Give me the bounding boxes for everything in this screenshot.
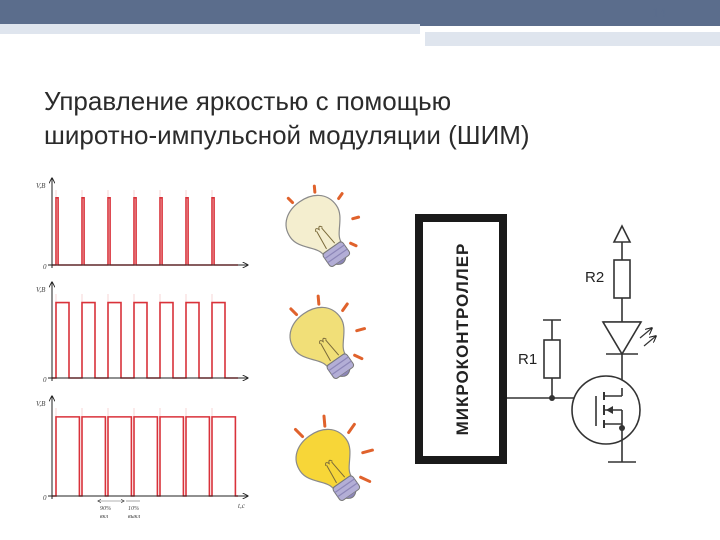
pwm-graph-1: V,B 0 bbox=[36, 178, 248, 271]
header-accent-right bbox=[425, 32, 720, 46]
duty-off-percent: 10% bbox=[128, 506, 139, 512]
pwm-zero-label: 0 bbox=[43, 376, 47, 384]
bulb-tip bbox=[345, 491, 357, 499]
microcontroller-box bbox=[415, 214, 507, 464]
time-axis-label: t,c bbox=[238, 502, 246, 510]
bulbs bbox=[285, 184, 374, 501]
bulb-ray bbox=[337, 192, 344, 201]
header-bar bbox=[0, 0, 720, 26]
pwm-zero-label: 0 bbox=[43, 494, 47, 502]
bulb-ray bbox=[355, 327, 367, 333]
bulb-ray bbox=[347, 422, 356, 435]
light-bulb-icon bbox=[285, 184, 361, 267]
bulb-glass bbox=[285, 194, 342, 255]
bulb-filament bbox=[325, 459, 346, 484]
pwm-zero-label: 0 bbox=[43, 263, 47, 271]
bulb-glass bbox=[289, 306, 346, 367]
duty-on-percent: 90% bbox=[100, 506, 111, 512]
pwm-waveform bbox=[52, 416, 238, 497]
bulb-ray bbox=[341, 302, 349, 313]
bulb-ray bbox=[286, 196, 295, 205]
light-bulb-icon bbox=[293, 414, 374, 501]
r1-label: R1 bbox=[518, 351, 537, 368]
resistor-r1 bbox=[543, 339, 561, 379]
light-bulb-icon bbox=[289, 294, 367, 379]
pwm-graphs: V,B0V,B0V,B0 bbox=[36, 178, 248, 502]
microcontroller-label: МИКРОКОНТРОЛЛЕР bbox=[453, 243, 472, 436]
pwm-waveform bbox=[52, 301, 238, 379]
bulb-filament bbox=[315, 225, 336, 250]
duty-off-word: выкл bbox=[128, 514, 141, 520]
header-accent-left bbox=[0, 24, 420, 34]
led-diode bbox=[601, 321, 643, 356]
resistor-r2 bbox=[613, 259, 631, 299]
pwm-graph-2: V,B 0 bbox=[36, 282, 248, 384]
bulb-tip bbox=[339, 369, 351, 377]
pwm-y-label: V,B bbox=[36, 286, 46, 294]
slide-title: Управление яркостью с помощью широтно-им… bbox=[44, 86, 530, 150]
bulb-ray bbox=[322, 414, 327, 428]
bulb-ray bbox=[349, 241, 358, 248]
duty-on-word: вкл bbox=[100, 514, 109, 520]
bulb-ray bbox=[351, 215, 361, 221]
bulb-tip bbox=[335, 257, 347, 265]
bulb-ray bbox=[289, 307, 299, 317]
bulb-ray bbox=[293, 427, 305, 439]
circuit-diagram: МИКРОКОНТРОЛЛЕР R1 R2 bbox=[415, 214, 656, 464]
supply-arrow bbox=[612, 224, 632, 243]
bulb-ray bbox=[359, 475, 372, 483]
page-number: 14 bbox=[652, 6, 666, 21]
bulb-ray bbox=[353, 353, 364, 361]
r2-label: R2 bbox=[585, 269, 604, 286]
pwm-y-label: V,B bbox=[36, 400, 46, 408]
bulb-ray bbox=[316, 294, 321, 306]
bulb-filament bbox=[319, 337, 340, 362]
bulb-ray bbox=[361, 448, 374, 455]
duty-annotation: 90% вкл 10% выкл bbox=[98, 501, 141, 520]
bulb-ray bbox=[312, 184, 317, 194]
bulb-glass bbox=[295, 428, 352, 489]
pwm-graph-3: V,B 0 bbox=[36, 396, 248, 502]
pwm-waveform bbox=[52, 197, 238, 266]
pwm-y-label: V,B bbox=[36, 182, 46, 190]
